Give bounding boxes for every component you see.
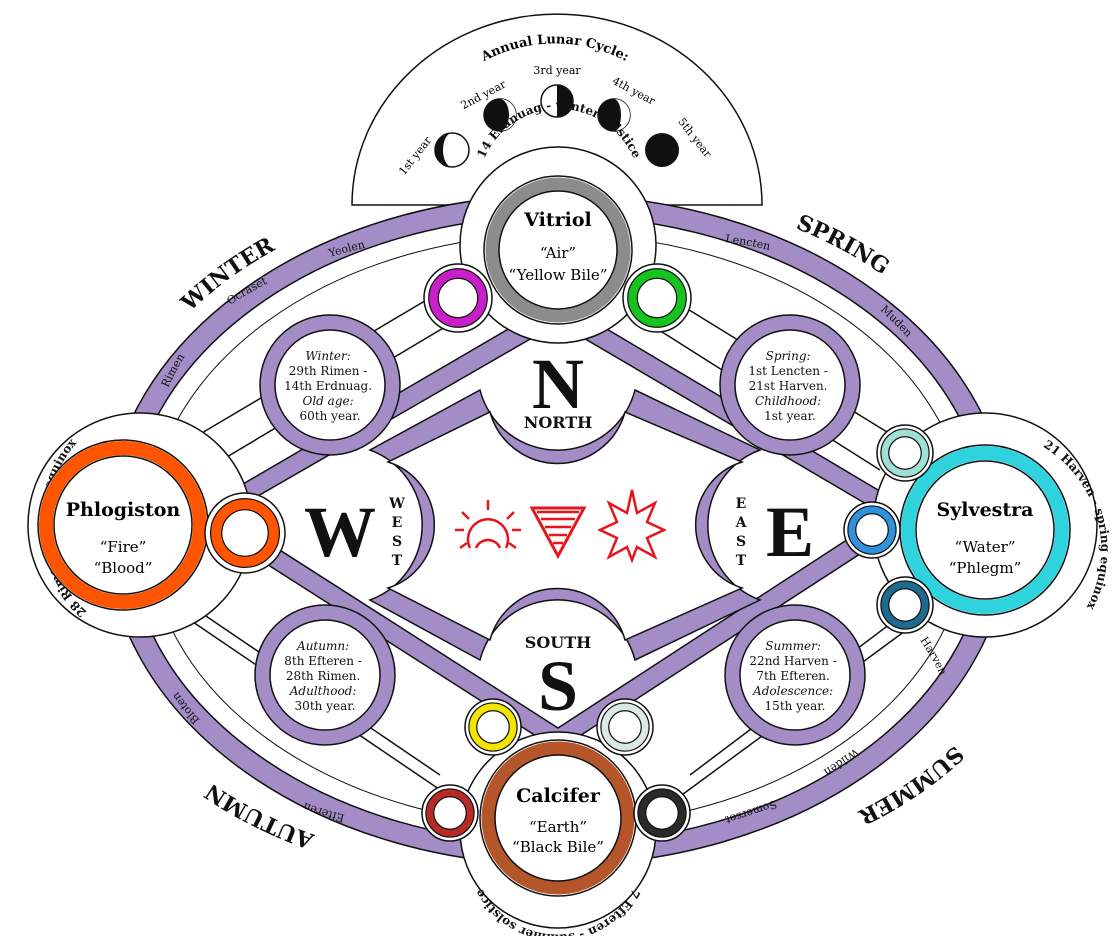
ring-pale-icon — [596, 698, 654, 756]
element-calcifer: Calcifer “Earth” “Black Bile” — [479, 739, 637, 897]
svg-text:“Earth”: “Earth” — [529, 818, 587, 836]
svg-text:A: A — [735, 515, 748, 531]
ring-teal-icon — [876, 576, 934, 634]
svg-text:“Fire”: “Fire” — [100, 538, 147, 556]
age-spring: Spring: 1st Lencten - 21st Harven. Child… — [719, 314, 861, 456]
svg-text:E: E — [392, 515, 403, 531]
moon-phase-3-icon — [540, 84, 574, 118]
svg-text:“Air”: “Air” — [540, 244, 576, 262]
star-burst-symbol-icon — [597, 489, 667, 564]
ring-dark-icon — [633, 784, 691, 842]
svg-text:Summer: 22nd Harven -: Summer: 22nd Harven - 7th Efteren. Adole… — [749, 639, 840, 713]
east-letter: E — [766, 492, 814, 572]
element-name: Calcifer — [516, 785, 601, 807]
ring-green-icon — [622, 263, 692, 333]
age-winter: Winter: 29th Rimen - 14th Erdnuag. Old a… — [259, 314, 401, 456]
element-name: Sylvestra — [937, 499, 1034, 521]
moon-phase-1-icon — [434, 132, 470, 168]
south-label: SOUTH — [525, 633, 591, 652]
element-name: Vitriol — [523, 209, 592, 231]
svg-text:S: S — [736, 534, 746, 550]
age-summer: Summer: 22nd Harven - 7th Efteren. Adole… — [724, 604, 866, 746]
svg-text:“Blood”: “Blood” — [94, 559, 153, 577]
svg-text:T: T — [392, 553, 403, 569]
north-label: NORTH — [524, 413, 593, 432]
moon-phase-2-icon — [483, 98, 517, 132]
south-letter: S — [538, 646, 578, 726]
element-sylvestra: Sylvestra “Water” “Phlegm” — [899, 444, 1071, 616]
central-symbols — [455, 489, 667, 564]
north-letter: N — [532, 344, 584, 424]
lunar-year-3: 3rd year — [533, 64, 581, 77]
age-autumn: Autumn: 8th Efteren - 28th Rimen. Adulth… — [254, 604, 396, 746]
ring-orange-icon — [204, 492, 286, 574]
west-label: W E S T — [388, 496, 405, 569]
small-rings — [204, 263, 934, 842]
east-label: E A S T — [735, 496, 748, 569]
moon-phase-4-icon — [597, 98, 631, 132]
element-vitriol: Vitriol “Air” “Yellow Bile” — [483, 175, 633, 325]
west-letter: W — [304, 492, 376, 572]
sun-rising-symbol-icon — [455, 500, 521, 550]
directions: N NORTH SOUTH S W E W E S T E A S T — [304, 344, 814, 726]
svg-text:“Water”: “Water” — [955, 538, 1016, 556]
ring-blue-icon — [843, 501, 901, 559]
svg-text:S: S — [392, 534, 402, 550]
svg-text:W: W — [388, 496, 405, 512]
ring-magenta-icon — [423, 263, 493, 333]
svg-text:Autumn: 8th Efteren -: Autumn: 8th Efteren - 28th Rimen. Adulth… — [284, 639, 365, 713]
element-phlogiston: Phlogiston “Fire” “Blood” — [37, 439, 209, 611]
svg-text:T: T — [736, 553, 747, 569]
svg-text:“Black Bile”: “Black Bile” — [512, 838, 604, 856]
svg-text:Winter: 29th Rimen -: Winter: 29th Rimen - 14th Erdnuag. Old a… — [284, 349, 376, 423]
svg-text:“Phlegm”: “Phlegm” — [949, 559, 1022, 577]
element-name: Phlogiston — [66, 499, 181, 521]
svg-text:Spring: 1st Lencten -: Spring: 1st Lencten - 21st Harven. Child… — [748, 349, 831, 423]
age-circles: Winter: 29th Rimen - 14th Erdnuag. Old a… — [254, 314, 866, 746]
moon-phase-5-icon — [645, 133, 679, 167]
ring-yellow-icon — [464, 698, 522, 756]
lunar-cycle-dome: Annual Lunar Cycle: 1st year 2nd year 3r… — [351, 13, 763, 206]
svg-text:“Yellow Bile”: “Yellow Bile” — [509, 266, 608, 284]
ring-mint-icon — [876, 424, 934, 482]
inverted-triangle-symbol-icon — [529, 506, 587, 560]
svg-text:E: E — [736, 496, 747, 512]
ring-red-icon — [421, 784, 479, 842]
